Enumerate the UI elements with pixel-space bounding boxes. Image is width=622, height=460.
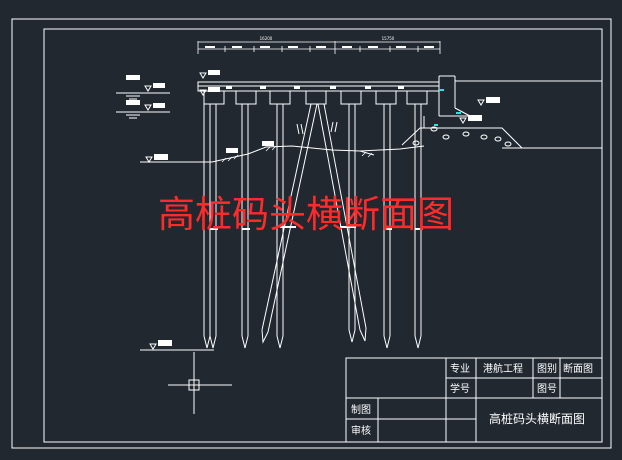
- label-drawn-by: 制图: [351, 403, 371, 416]
- wharf-deck: [197, 81, 440, 105]
- elevation-marker: [126, 75, 165, 92]
- drawing-title: 高桩码头横断面图: [158, 193, 454, 236]
- batter-pile: [317, 103, 367, 342]
- pile: [203, 104, 211, 349]
- slope-label: [226, 141, 274, 153]
- value-major: 港航工程: [483, 362, 523, 375]
- level-accents: [434, 89, 461, 126]
- seabed-line: [140, 145, 425, 163]
- pile-group: [203, 103, 422, 349]
- dimension-line: [197, 41, 441, 54]
- elevation-marker: [126, 100, 165, 111]
- deck-joints: [226, 86, 404, 89]
- title-block-text: 专业 港航工程 图别 断面图 学号 图号 制图 审核 高桩码头横断面图: [351, 362, 593, 437]
- pile-section-ticks: [210, 226, 423, 230]
- dimension-left-span: 16200: [260, 36, 273, 41]
- elevation-marker: [199, 87, 220, 96]
- elevation-markers: [126, 70, 500, 351]
- seabed-hatch: [221, 145, 373, 163]
- axis-symbol: [168, 352, 232, 414]
- rock-mound: [401, 126, 602, 149]
- elevation-marker: [459, 115, 482, 124]
- elevation-marker: [477, 97, 500, 106]
- inner-frame: [43, 28, 603, 443]
- value-drawing-type: 断面图: [563, 362, 593, 375]
- water-level-lines: [116, 92, 170, 119]
- sheet-title: 高桩码头横断面图: [489, 411, 585, 426]
- retaining-wall: [423, 75, 602, 129]
- pile-slope-marks: [296, 121, 338, 135]
- title-block: [345, 357, 603, 443]
- pile: [348, 104, 356, 343]
- dimension-right-span: 15750: [382, 36, 395, 41]
- pile: [414, 104, 422, 349]
- outer-frame: [11, 18, 612, 449]
- label-student-no: 学号: [450, 382, 470, 395]
- label-drawing-type: 图别: [537, 363, 557, 375]
- pile: [383, 104, 391, 349]
- pile: [241, 104, 249, 349]
- elevation-marker: [199, 70, 220, 79]
- dimension-sub-labels: [205, 46, 434, 48]
- label-reviewed-by: 审核: [351, 424, 371, 437]
- pile: [276, 104, 284, 349]
- label-sheet-no: 图号: [537, 383, 557, 395]
- elevation-marker: [140, 340, 214, 351]
- label-major: 专业: [450, 362, 470, 375]
- batter-pile: [261, 103, 318, 344]
- elevation-marker: [145, 154, 168, 163]
